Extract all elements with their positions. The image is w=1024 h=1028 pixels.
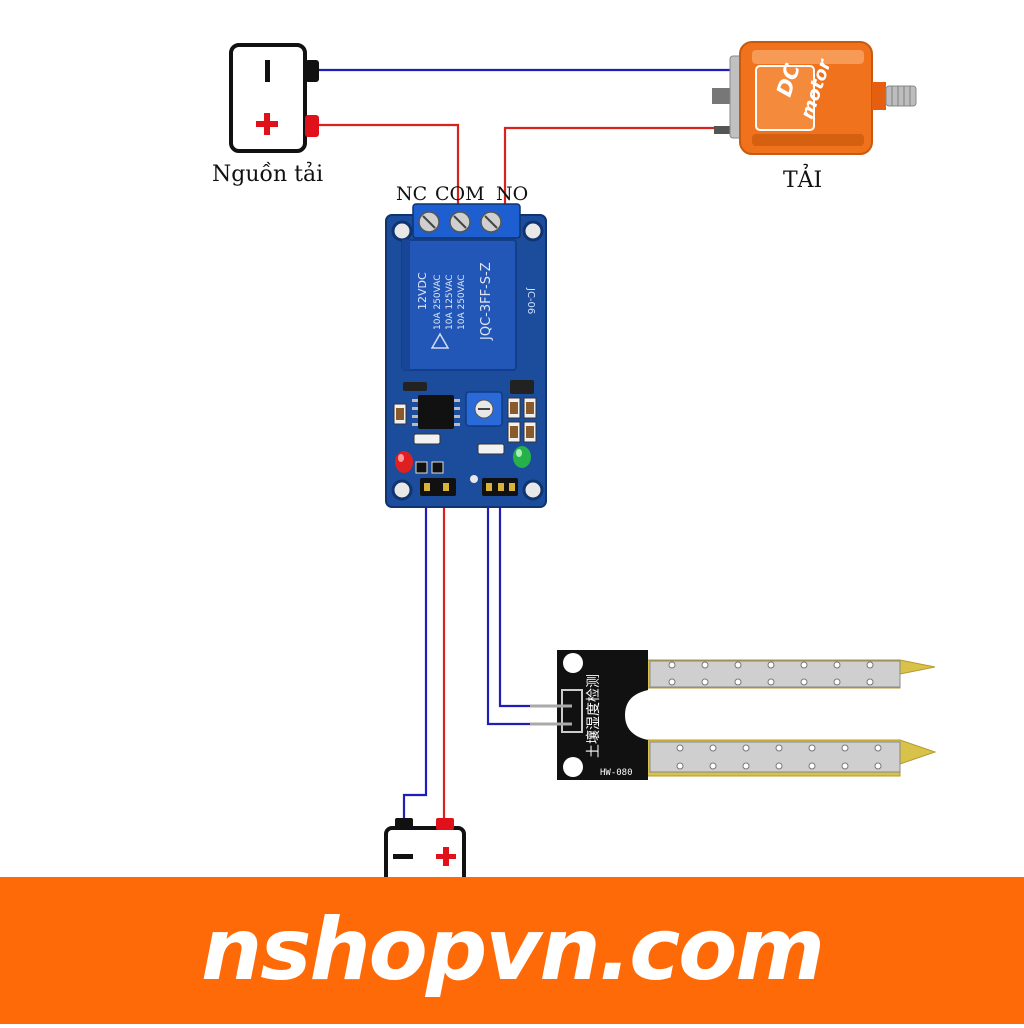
warning-triangle-icon xyxy=(430,332,450,349)
relay-component: 12VDC 10A 250VAC 10A 125VAC 10A 250VAC J… xyxy=(401,239,517,371)
brand-banner: nshopvn.com xyxy=(0,877,1024,1024)
header-pins xyxy=(420,478,518,496)
wire-supply-negative-to-gnd xyxy=(402,490,428,822)
wire-sensor-signal xyxy=(498,490,533,708)
load-label: TẢI xyxy=(783,168,823,193)
positive-terminal-icon xyxy=(436,847,456,866)
soil-moisture-sensor: 土壤湿度检测 HW-080 xyxy=(530,650,937,780)
screw-terminal-block xyxy=(412,203,521,239)
supply-battery xyxy=(384,818,466,890)
terminal-com-label: COM xyxy=(435,183,485,205)
relay-module: 12VDC 10A 250VAC 10A 125VAC 10A 250VAC J… xyxy=(385,203,547,508)
signal-led-icon xyxy=(513,446,531,468)
negative-terminal-icon xyxy=(265,60,270,82)
wire-no-to-motor xyxy=(503,126,742,210)
dc-motor: DC motor xyxy=(712,41,917,155)
wires xyxy=(318,68,742,822)
terminal-no-label: NO xyxy=(496,183,529,205)
board-mark: JC-06 xyxy=(525,287,536,314)
sensor-chinese-label: 土壤湿度检测 xyxy=(585,674,602,758)
wire-do-to-sensor xyxy=(486,490,533,726)
load-source-battery xyxy=(229,43,319,153)
comparator-chip xyxy=(418,395,454,429)
load-source-label: Nguồn tải xyxy=(212,162,324,187)
brand-logo-text: nshopvn.com xyxy=(201,900,825,1000)
sensor-model: HW-080 xyxy=(600,768,633,778)
wire-source-positive-to-com xyxy=(318,123,460,210)
power-led-icon xyxy=(395,451,413,473)
relay-spec-2: 10A 250VAC xyxy=(433,274,443,330)
positive-terminal-icon xyxy=(256,113,278,135)
relay-spec-1: 12VDC xyxy=(416,272,429,310)
relay-spec-3: 10A 125VAC xyxy=(445,274,455,330)
negative-terminal-icon xyxy=(393,854,413,859)
relay-spec-4: 10A 250VAC xyxy=(457,274,467,330)
relay-model: JQC-3FF-S-Z xyxy=(479,262,494,341)
terminal-nc-label: NC xyxy=(396,183,428,205)
